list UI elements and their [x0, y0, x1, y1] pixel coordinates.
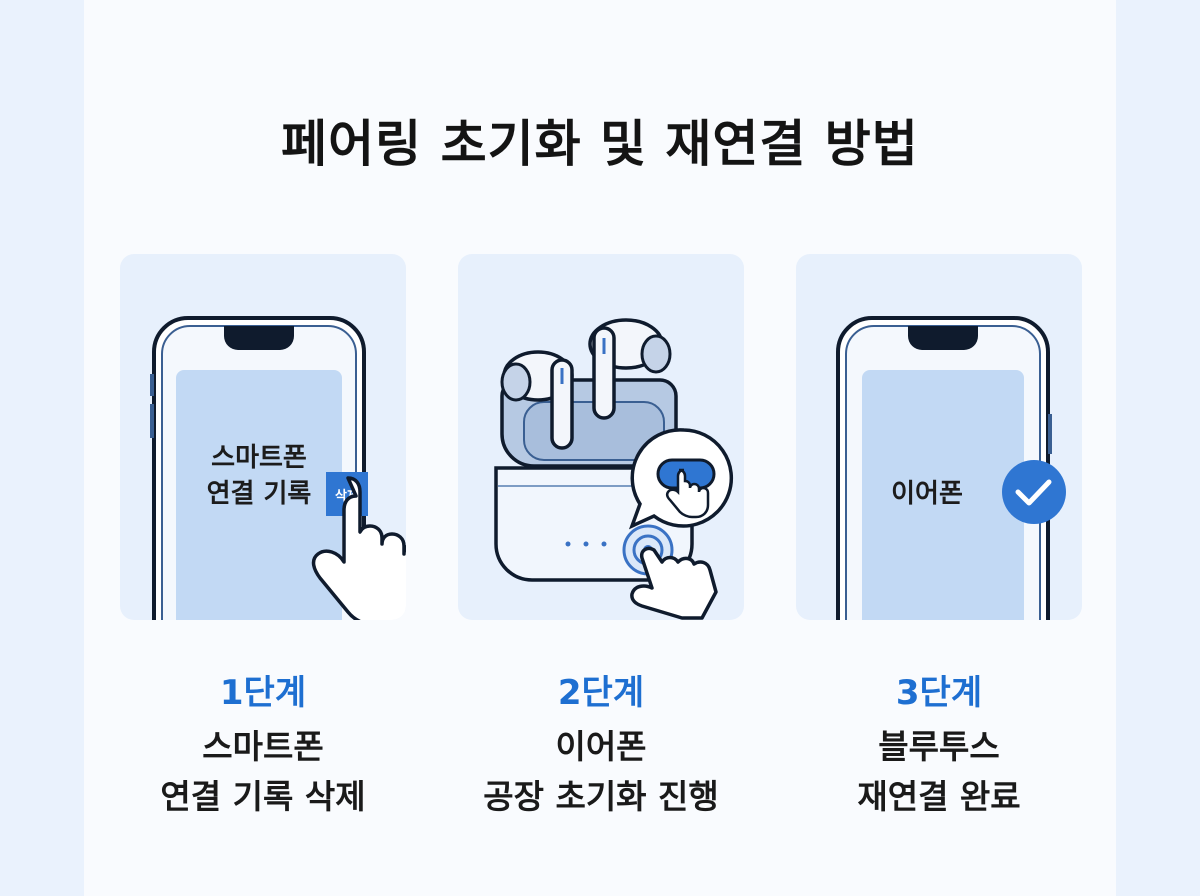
smartphone-icon	[836, 316, 1052, 620]
step-description: 이어폰 공장 초기화 진행	[483, 727, 719, 816]
step-1-caption: 1단계 스마트폰 연결 기록 삭제	[83, 668, 443, 822]
step-1-illustration: 스마트폰 연결 기록 삭제	[120, 254, 406, 620]
step-2-caption: 2단계 이어폰 공장 초기화 진행	[421, 668, 781, 822]
screen-label: 이어폰	[891, 479, 963, 509]
checkmark-icon	[1002, 460, 1066, 524]
step-2-illustration	[458, 254, 744, 620]
step-description: 블루투스 재연결 완료	[857, 727, 1021, 816]
page-title: 페어링 초기화 및 재연결 방법	[281, 115, 919, 173]
screen-label: 스마트폰 연결 기록	[206, 443, 312, 509]
step-label: 2단계	[557, 673, 645, 713]
step-3-illustration: 이어폰	[796, 254, 1082, 620]
tapping-hand-icon	[311, 476, 406, 620]
step-3-caption: 3단계 블루투스 재연결 완료	[759, 668, 1119, 822]
step-label: 3단계	[895, 673, 983, 713]
step-label: 1단계	[219, 673, 307, 713]
button-press-bubble-icon	[628, 428, 734, 530]
step-description: 스마트폰 연결 기록 삭제	[160, 727, 366, 816]
pressing-hand-icon	[622, 524, 718, 620]
